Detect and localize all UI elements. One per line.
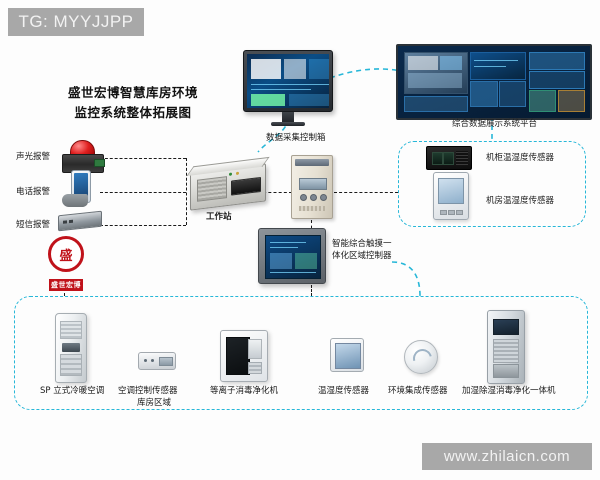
label-alarm-sms: 短信报警 (16, 220, 51, 230)
label-environment-sensor: 环境集成传感器 (388, 386, 448, 396)
line-alarm-bus-vertical (186, 158, 187, 225)
label-cabinet-sensor: 机柜温湿度传感器 (486, 153, 555, 163)
watermark-top: TG: MYYJJPP (8, 8, 144, 36)
temp-humidity-sensor-icon (330, 338, 364, 372)
line-daq-to-rackgroup (334, 192, 398, 193)
line-controller-to-zone (311, 285, 312, 296)
sms-modem-icon (58, 210, 102, 232)
cabinet-sensor-icon (426, 146, 472, 170)
label-alarm-beacon: 声光报警 (16, 152, 51, 162)
label-temp-humidity-sensor: 温湿度传感器 (318, 386, 370, 396)
storage-zone-group (14, 296, 588, 410)
operator-monitor-icon (243, 50, 333, 126)
label-workstation: 工作站 (206, 212, 232, 222)
page-title-line2: 监控系统整体拓展图 (74, 105, 192, 120)
line-phone-to-workstation (100, 192, 186, 193)
plasma-purifier-icon (220, 330, 268, 382)
all-in-one-humidifier-icon (487, 310, 525, 384)
curve-controller-to-zone (391, 261, 421, 297)
label-alarm-phone: 电话报警 (16, 187, 51, 197)
label-floor-ac: SP 立式冷暖空调 (40, 386, 105, 396)
rack-sensor-group (398, 141, 586, 227)
integrated-display-platform-icon (396, 44, 592, 120)
label-area-controller-line1: 智能综合触摸一 (332, 239, 392, 249)
floor-ac-icon (55, 313, 87, 383)
label-daq-box: 数据采集控制箱 (266, 133, 326, 143)
brand-mark-icon: 盛 (48, 236, 84, 272)
label-display-platform: 综合数据展示系统平台 (452, 119, 538, 129)
area-controller-icon (258, 228, 326, 284)
label-ac-control-sensor: 空调控制传感器 (118, 386, 178, 396)
line-sms-to-workstation (100, 225, 186, 226)
page-title: 盛世宏博智慧库房环境 监控系统整体拓展图 (42, 83, 224, 123)
page-title-line1: 盛世宏博智慧库房环境 (67, 85, 198, 100)
label-area-controller-line2: 体化区域控制器 (332, 251, 392, 261)
label-room-sensor: 机房温湿度传感器 (486, 196, 555, 206)
watermark-bottom: www.zhilaicn.com (422, 443, 592, 470)
room-sensor-icon (433, 172, 469, 220)
daq-control-box-icon (291, 155, 333, 219)
line-beacon-to-workstation (100, 158, 186, 159)
label-plasma-purifier: 等离子消毒净化机 (210, 386, 279, 396)
brand-name: 盛世宏博 (49, 279, 83, 291)
label-all-in-one-humidifier: 加湿除湿消毒净化一体机 (462, 386, 556, 396)
ac-control-sensor-icon (138, 352, 176, 370)
label-area-controller: 智能综合触摸一 体化区域控制器 (332, 238, 404, 262)
label-storage-zone: 库房区域 (137, 398, 172, 408)
line-workstation-to-daq (258, 192, 292, 193)
environment-integrated-sensor-icon (404, 340, 438, 374)
brand-logo: 盛 盛世宏博 (48, 236, 84, 291)
workstation-server-icon (186, 156, 270, 211)
